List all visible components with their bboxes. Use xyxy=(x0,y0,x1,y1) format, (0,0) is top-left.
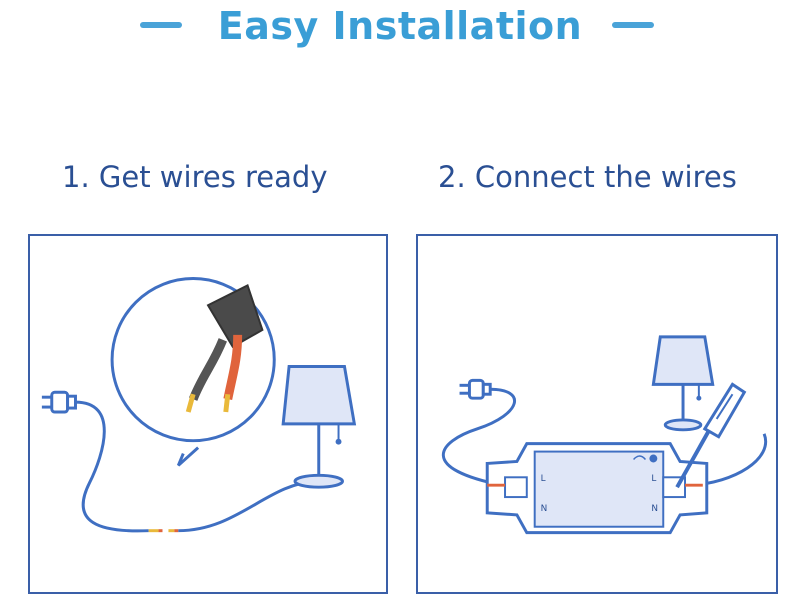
left-terminal-n: N xyxy=(541,504,548,514)
plug-icon xyxy=(41,390,77,414)
smart-switch-device: L N L N xyxy=(485,442,709,535)
power-cord-wire xyxy=(441,387,516,487)
lamp-cord-wire xyxy=(178,479,317,533)
step-1-illustration xyxy=(28,234,388,594)
step-2-illustration: L N L N xyxy=(416,234,778,594)
step-2-label: 2. Connect the wires xyxy=(438,160,737,194)
lamp-icon xyxy=(281,365,357,489)
page-title: Easy Installation xyxy=(217,4,583,48)
title-dash-left xyxy=(140,22,182,28)
right-terminal-l: L xyxy=(651,474,656,484)
title-dash-right xyxy=(612,22,654,28)
power-cord-wire xyxy=(75,400,149,533)
plug-icon xyxy=(459,378,492,400)
wires-ready-drawing xyxy=(41,277,357,533)
right-terminal-n: N xyxy=(651,504,658,514)
left-terminal-l: L xyxy=(541,474,546,484)
connect-wires-drawing: L N L N xyxy=(441,335,768,535)
title-row: Easy Installation xyxy=(0,0,800,56)
step-1-label: 1. Get wires ready xyxy=(62,160,328,194)
lamp-icon xyxy=(651,335,715,432)
screwdriver-icon xyxy=(675,382,747,489)
wire-closeup-bubble xyxy=(110,277,276,467)
